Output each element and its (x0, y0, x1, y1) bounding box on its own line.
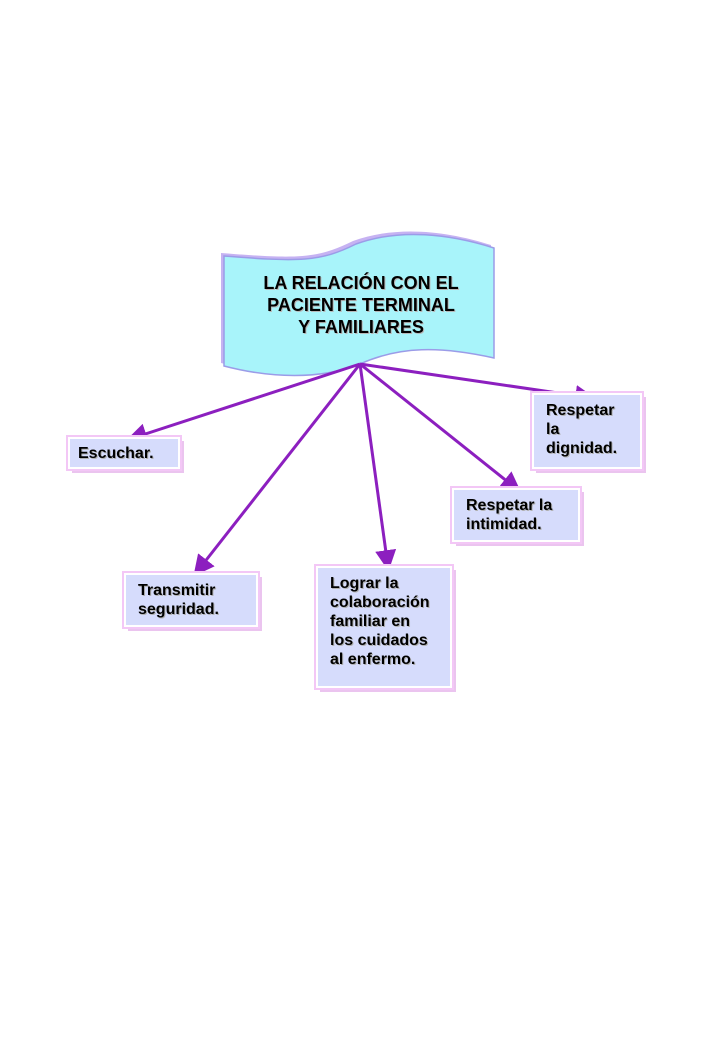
arrow-colaboracion (358, 363, 397, 572)
diagram-title: LA RELACIÓN CON EL PACIENTE TERMINAL Y F… (230, 272, 492, 338)
node-line: dignidad. (546, 440, 618, 457)
title-line: Y FAMILIARES (298, 317, 424, 337)
node-line: familiar en (330, 613, 411, 630)
node-line: Transmitir (138, 582, 216, 599)
node-intimidad: Respetar la intimidad. (450, 486, 582, 544)
node-line: colaboración (330, 594, 430, 611)
node-line: intimidad. (466, 516, 542, 533)
node-line: Lograr la (330, 575, 399, 592)
node-line: al enfermo. (330, 651, 416, 668)
title-banner (221, 231, 495, 377)
title-line: LA RELACIÓN CON EL (263, 273, 459, 293)
node-line: seguridad. (138, 601, 219, 618)
node-line: Respetar (546, 402, 615, 419)
node-dignidad: Respetar la dignidad. (530, 391, 644, 471)
banner-shape (223, 233, 495, 377)
arrow-transmitir (193, 363, 362, 577)
node-transmitir: Transmitir seguridad. (122, 571, 260, 629)
node-line: Respetar la (466, 497, 553, 514)
arrow-dignidad (359, 362, 597, 406)
arrows (126, 362, 597, 577)
node-line: la (546, 421, 560, 438)
node-escuchar-text: Escuchar. (78, 445, 154, 462)
title-line: PACIENTE TERMINAL (267, 295, 455, 315)
arrow-escuchar (126, 362, 361, 444)
arrow-intimidad (359, 362, 522, 493)
node-line: los cuidados (330, 632, 428, 649)
node-colaboracion: Lograr la colaboración familiar en los c… (314, 564, 454, 690)
node-escuchar: Escuchar. (66, 435, 182, 471)
